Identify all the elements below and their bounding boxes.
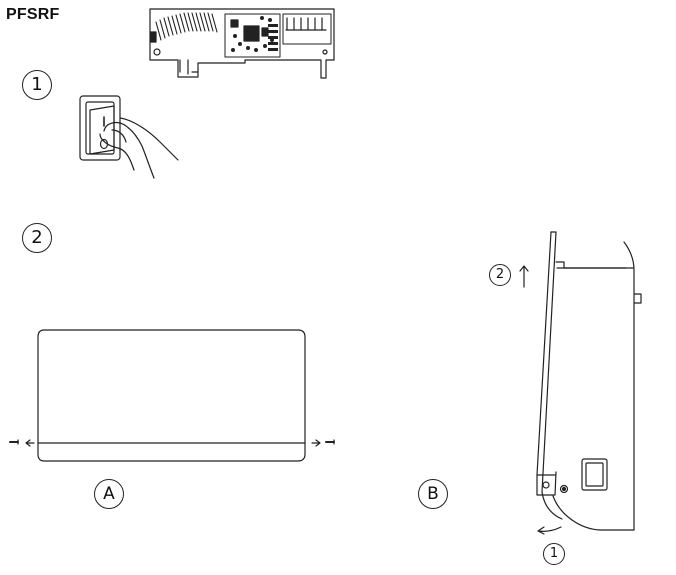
switch-and-hand [79, 95, 179, 179]
product-title: PFSRF [6, 6, 60, 23]
circuit-board [149, 8, 335, 79]
front-panel-view [9, 329, 335, 462]
tilt-out-step-marker: 1 [543, 543, 565, 565]
lift-up-step-marker: 2 [489, 264, 511, 286]
view-a-label: A [94, 479, 124, 509]
view-b-label: B [418, 479, 448, 509]
step-2-marker: 2 [22, 223, 52, 253]
step-1-marker: 1 [22, 70, 52, 100]
side-panel-view [519, 231, 642, 535]
